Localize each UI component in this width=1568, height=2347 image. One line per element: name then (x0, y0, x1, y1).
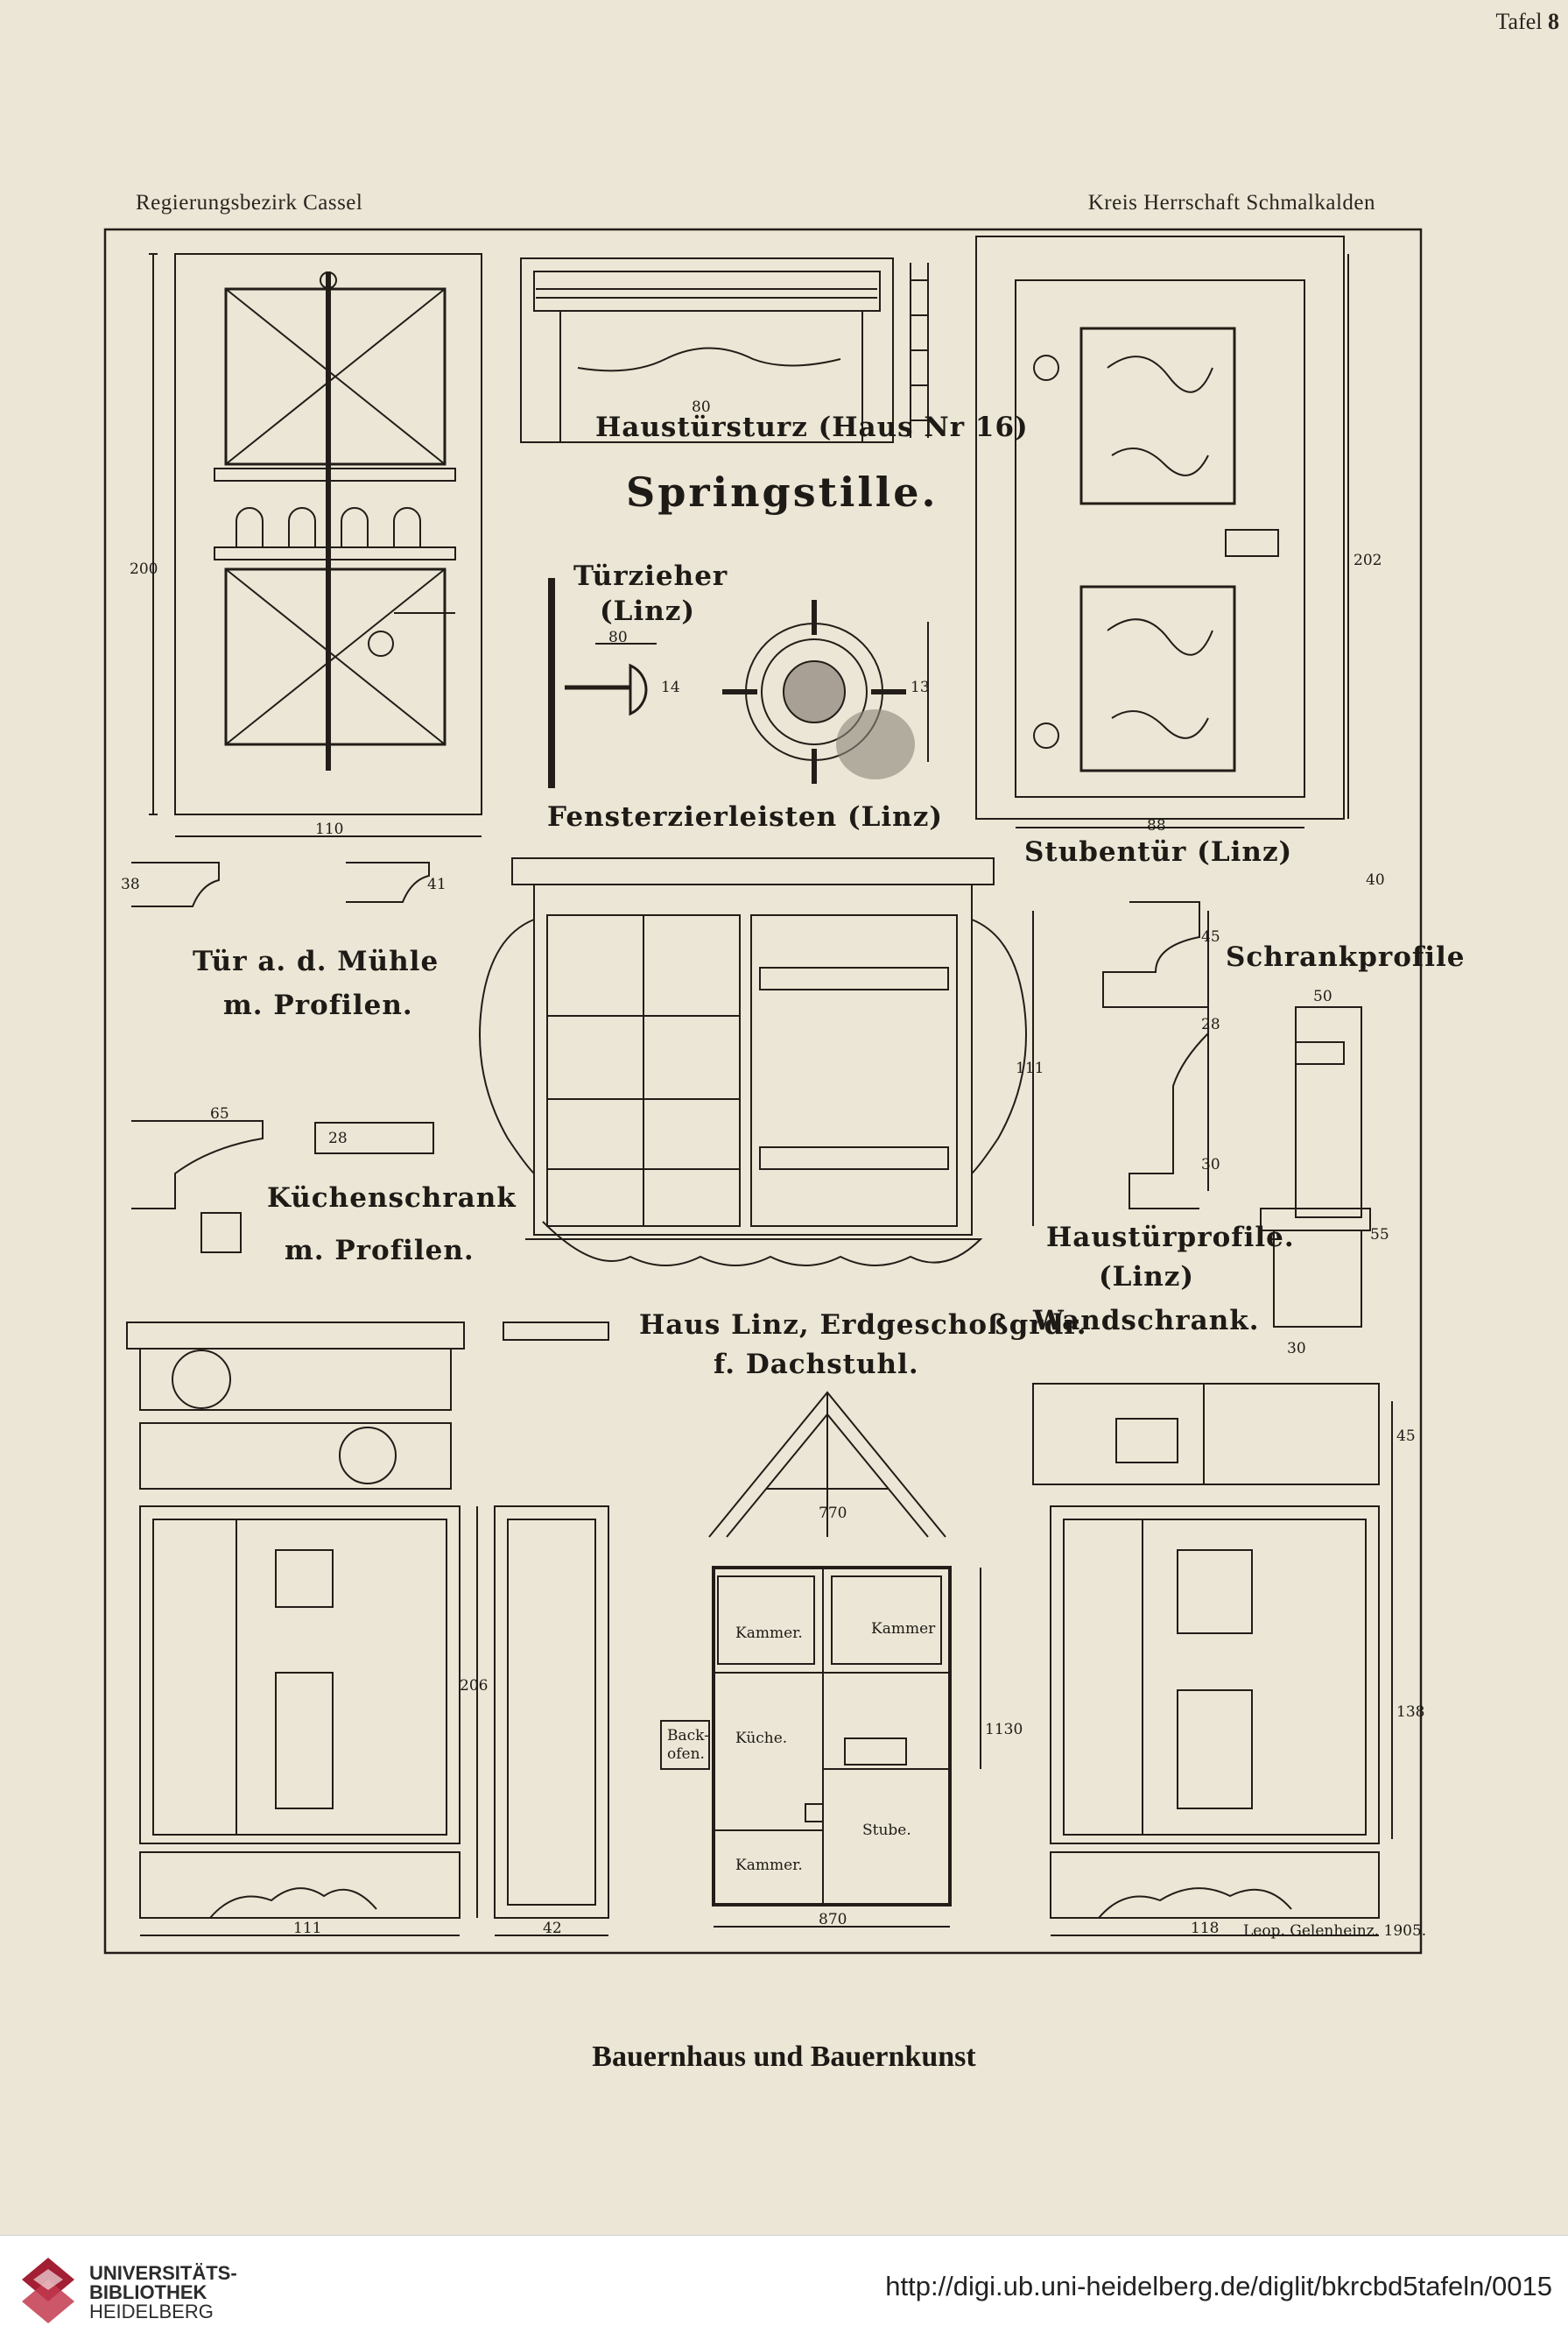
room-chamber-1: Kammer. (735, 1625, 803, 1642)
dim-wall-profile-1: 55 (1370, 1226, 1389, 1244)
dim-kitchen-profile-1: 65 (210, 1105, 229, 1123)
dim-rosette-h: 13 (911, 679, 930, 696)
library-logo-icon (22, 2258, 74, 2323)
plate-frame (103, 228, 1423, 1955)
window-rosette-drawing (722, 600, 929, 784)
dim-parlor-height: 202 (1354, 552, 1382, 569)
dim-cabinet-profile-1: 40 (1366, 871, 1385, 889)
dim-wall-cab-h1: 45 (1396, 1427, 1416, 1445)
caption-door-puller-1: Türzieher (573, 560, 728, 592)
dim-kitchen-profile-2: 28 (328, 1130, 348, 1147)
library-line-2: BIBLIOTHEK (89, 2281, 207, 2303)
dim-parlor-width: 88 (1147, 817, 1166, 835)
profiles-left-drawing (131, 862, 434, 1253)
dim-plan-height: 1130 (985, 1721, 1023, 1738)
caption-house-plan-2: f. Dachstuhl. (714, 1349, 919, 1380)
dim-window-h: 111 (1016, 1060, 1044, 1077)
dim-kitchen-side-w: 42 (543, 1920, 562, 1937)
dim-door-width: 110 (315, 821, 344, 838)
kitchen-cabinet-drawing (126, 1322, 609, 1936)
district-label: Kreis Herrschaft Schmalkalden (1087, 191, 1375, 215)
dim-puller-h: 14 (661, 679, 680, 696)
footer-bar: UNIVERSITÄTS- BIBLIOTHEK HEIDELBERG http… (0, 2235, 1568, 2347)
dim-entrance-profile-2: 28 (1201, 1016, 1220, 1033)
room-bakeoven-2: ofen. (667, 1745, 705, 1763)
series-title: Bauernhaus und Bauernkunst (592, 2040, 976, 2073)
room-bakeoven-1: Back- (667, 1727, 709, 1744)
window-drawing (479, 857, 1034, 1266)
door-puller-drawing (548, 578, 657, 788)
permalink-url[interactable]: http://digi.ub.uni-heidelberg.de/diglit/… (885, 2271, 1552, 2301)
library-line-1: UNIVERSITÄTS- (89, 2262, 237, 2284)
dim-door-height: 200 (130, 560, 158, 578)
entrance-door-profile-drawing (1102, 901, 1371, 1328)
library-name: UNIVERSITÄTS- BIBLIOTHEK HEIDELBERG (89, 2264, 237, 2322)
region-label: Regierungsbezirk Cassel (136, 191, 363, 215)
caption-mill-door-1: Tür a. d. Mühle (193, 946, 439, 977)
room-kitchen: Küche. (735, 1730, 788, 1747)
dim-door-profile-2: 41 (427, 876, 446, 893)
room-chamber-2: Kammer (871, 1620, 936, 1638)
dim-puller-w: 80 (608, 629, 628, 646)
caption-mill-door-2: m. Profilen. (223, 990, 413, 1021)
library-line-3: HEIDELBERG (89, 2301, 214, 2322)
plate-number: 8 (1548, 9, 1559, 34)
caption-lintel: Haustürsturz (Haus Nr 16) (595, 412, 1029, 443)
caption-entrance-profiles-1: Haustürprofile. (1046, 1222, 1295, 1253)
plate-word: Tafel (1495, 9, 1543, 34)
room-parlor: Stube. (862, 1822, 911, 1839)
caption-parlor-door: Stubentür (Linz) (1024, 836, 1293, 868)
mill-door-drawing (149, 253, 482, 837)
caption-window-trim: Fensterzierleisten (Linz) (547, 801, 943, 833)
dim-entrance-profile-3: 30 (1201, 1156, 1220, 1174)
caption-wall-cabinet: Wandschrank. (1033, 1305, 1260, 1336)
caption-cabinet-profiles: Schrankprofile (1226, 941, 1466, 973)
caption-kitchen-cabinet-2: m. Profilen. (285, 1235, 475, 1266)
dim-door-profile-1: 38 (121, 876, 140, 893)
dim-entrance-profile-1: 45 (1201, 928, 1220, 946)
caption-entrance-profiles-2: (Linz) (1099, 1261, 1195, 1293)
plate-page: Tafel 8 Regierungsbezirk Cassel Kreis He… (103, 9, 1559, 2073)
caption-door-puller-2: (Linz) (600, 596, 696, 627)
dim-wall-profile-2: 30 (1287, 1340, 1306, 1357)
room-chamber-3: Kammer. (735, 1857, 803, 1874)
dim-kitchen-h: 206 (460, 1677, 489, 1695)
lintel-drawing (520, 257, 929, 443)
caption-springstille: Springstille. (626, 469, 939, 516)
parlor-door-drawing (975, 236, 1349, 828)
caption-house-plan-1: Haus Linz, Erdgeschoßgrdr. (639, 1309, 1087, 1341)
wall-cabinet-drawing (1032, 1383, 1393, 1936)
dim-lintel: 80 (692, 398, 711, 416)
floorplan-drawing (660, 1391, 981, 1928)
dim-cabinet-profile-2: 50 (1313, 988, 1332, 1005)
dim-wall-cab-h2: 138 (1396, 1703, 1425, 1721)
caption-kitchen-cabinet-1: Küchenschrank (267, 1182, 517, 1214)
plate-drawings (103, 228, 1423, 1955)
dim-kitchen-w: 111 (293, 1920, 322, 1937)
plate-number-label: Tafel 8 (1495, 9, 1559, 35)
dim-roof-width: 770 (819, 1505, 847, 1522)
dim-plan-width: 870 (819, 1911, 847, 1928)
artist-signature: Leop. Gelenheinz. 1905. (1243, 1922, 1427, 1940)
dim-wall-cab-w: 118 (1191, 1920, 1220, 1937)
